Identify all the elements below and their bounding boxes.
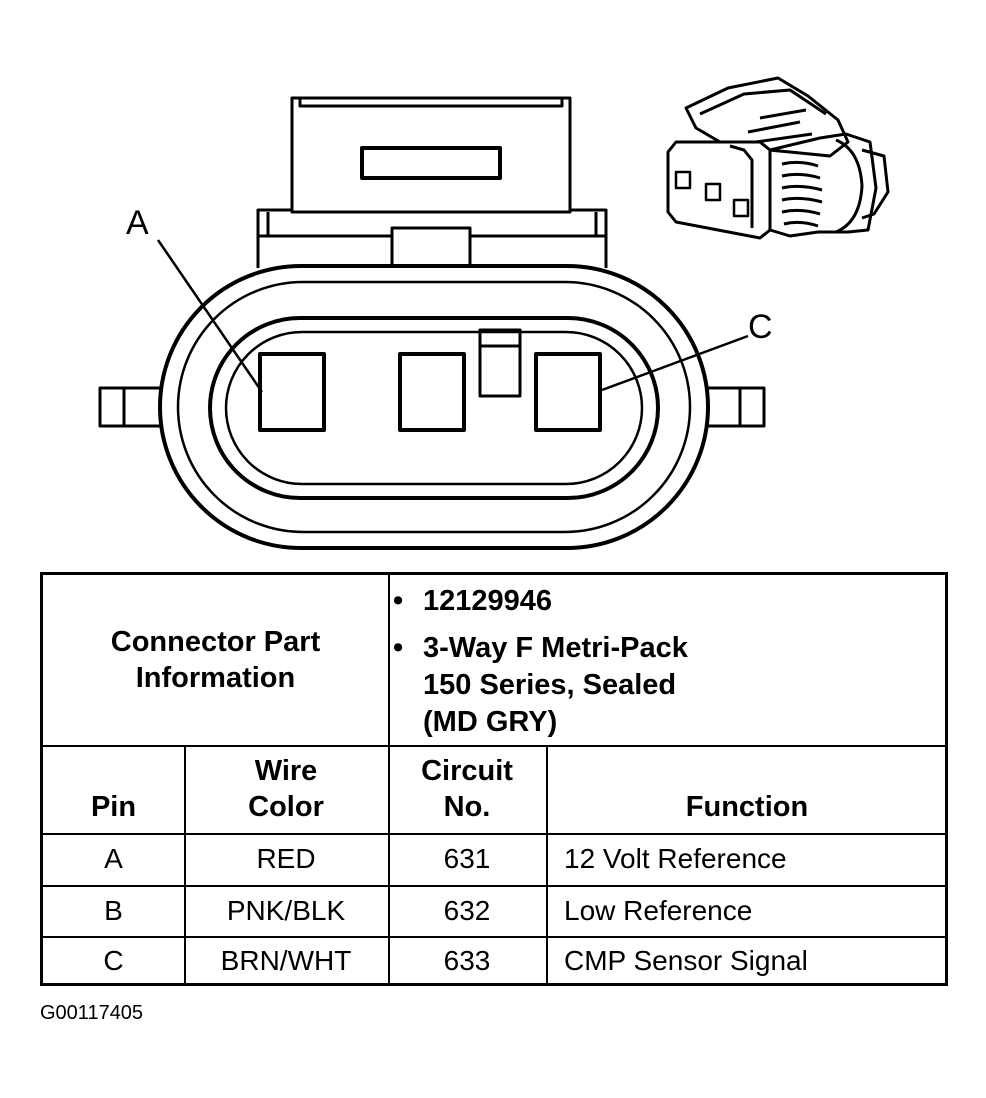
connector-diagram: A C xyxy=(98,76,890,550)
connector-side-tabs xyxy=(98,386,766,428)
part-info-label-line-2: Information xyxy=(135,662,296,694)
pin-table: Connector Part Information •12129946 •3-… xyxy=(40,572,948,986)
leader-line-a xyxy=(156,239,264,393)
part-number: 12129946 xyxy=(423,585,553,617)
connector-type: 3-Way F Metri-Pack 150 Series, Sealed (M… xyxy=(423,632,688,738)
connector-latch xyxy=(256,96,608,268)
header-pin: Pin xyxy=(90,791,137,823)
row-circuit: 631 xyxy=(443,843,491,874)
row-circuit: 632 xyxy=(443,894,491,926)
part-number-item: •12129946 xyxy=(393,583,688,620)
row-wire-color: PNK/BLK xyxy=(226,894,346,926)
header-function: Function xyxy=(685,791,809,823)
header-circuit: Circuit No. xyxy=(388,745,546,833)
header-wire-color: Wire Color xyxy=(184,745,388,833)
row-circuit: 633 xyxy=(443,945,491,976)
connector-3d-illustration xyxy=(666,76,890,240)
leader-line-c xyxy=(601,334,749,392)
pin-label-c: C xyxy=(748,308,773,346)
row-wire-color: BRN/WHT xyxy=(220,945,352,976)
row-pin: B xyxy=(104,894,123,926)
connector-key xyxy=(478,328,522,398)
part-info-label-line-1: Connector Part xyxy=(110,626,321,658)
row-function: CMP Sensor Signal xyxy=(564,945,808,976)
row-function: Low Reference xyxy=(564,894,753,926)
row-wire-color: RED xyxy=(256,843,316,874)
row-pin: C xyxy=(103,945,124,976)
terminal-cavities xyxy=(258,352,602,432)
terminal-a xyxy=(258,352,326,432)
figure-code: G00117405 xyxy=(40,1002,144,1024)
pin-label-a: A xyxy=(126,204,149,242)
row-pin: A xyxy=(104,843,123,874)
part-info-bullets: •12129946 •3-Way F Metri-Pack 150 Series… xyxy=(393,583,688,741)
header-wire-color-line-2: Color xyxy=(248,791,324,823)
part-info-label: Connector Part Information xyxy=(43,575,388,745)
connector-type-item: •3-Way F Metri-Pack 150 Series, Sealed (… xyxy=(393,630,688,741)
terminal-c xyxy=(534,352,602,432)
header-circuit-line-2: No. xyxy=(443,791,491,823)
header-circuit-line-1: Circuit xyxy=(421,755,513,787)
terminal-b xyxy=(398,352,466,432)
row-function: 12 Volt Reference xyxy=(564,843,787,874)
header-wire-color-line-1: Wire xyxy=(254,755,318,787)
